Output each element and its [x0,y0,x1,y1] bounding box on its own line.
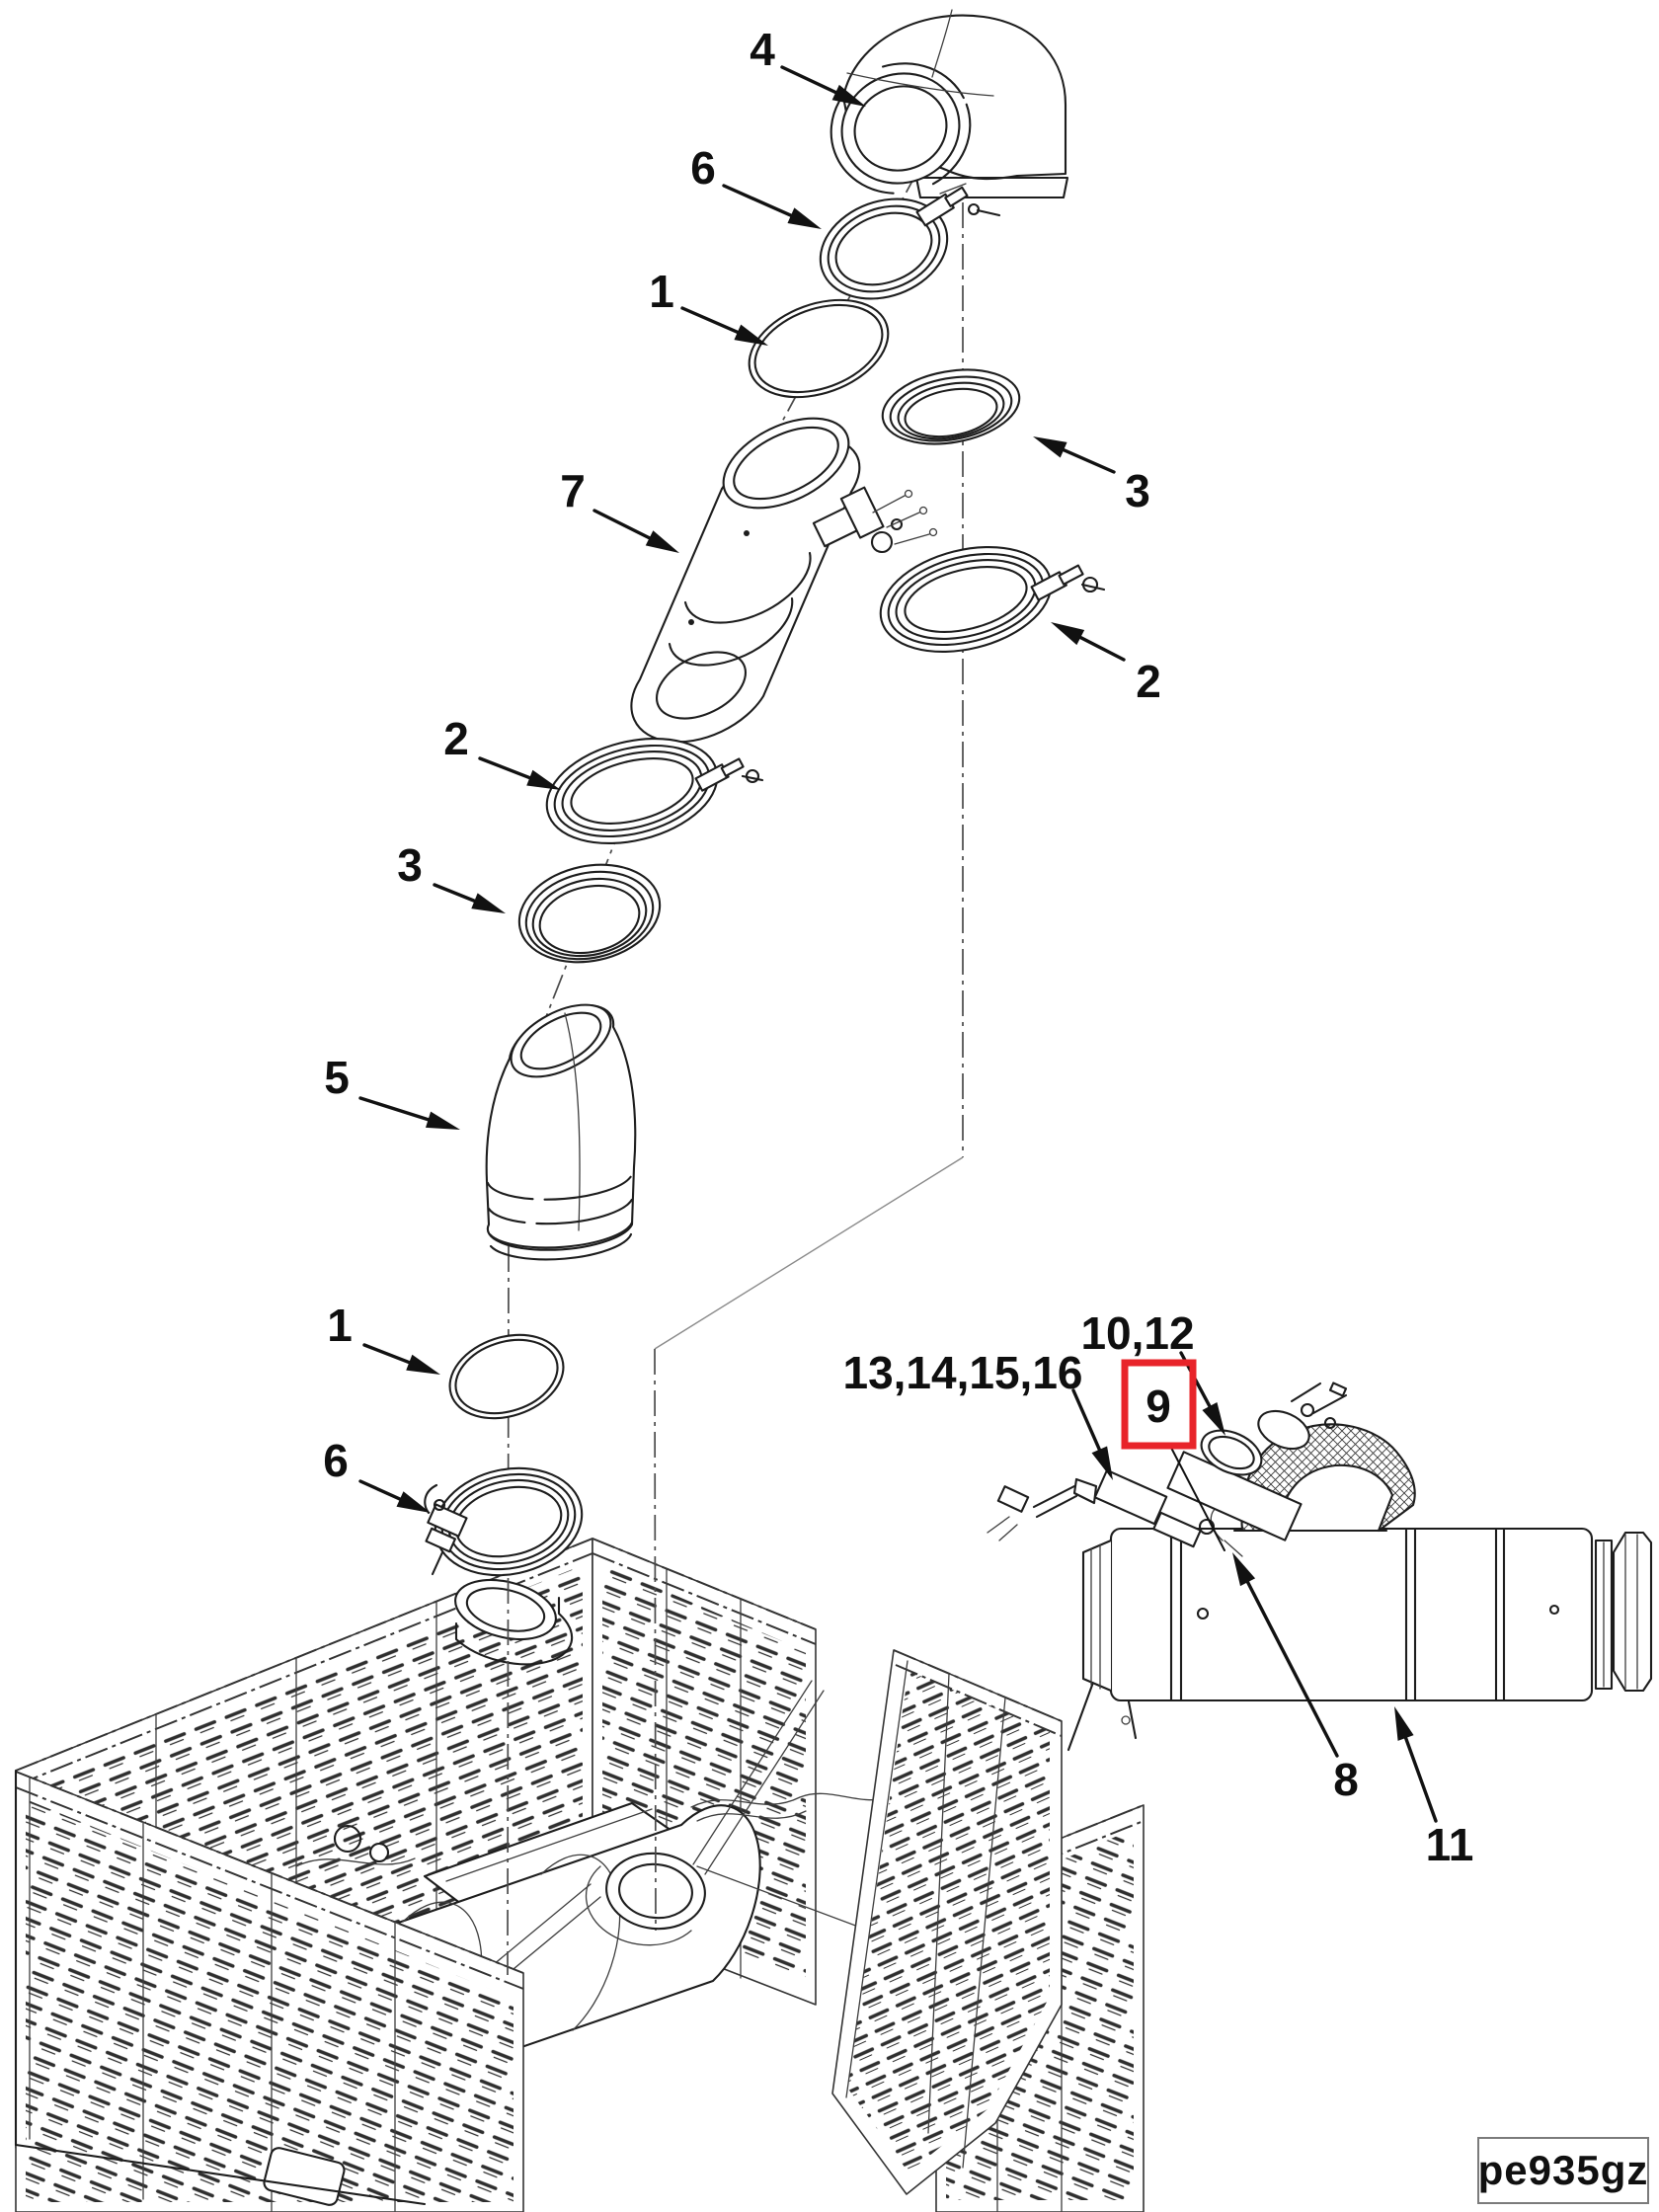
callout-10,12: 10,12 [1080,1307,1225,1436]
callout-11: 11 [1394,1706,1473,1870]
clamp-2-left [545,737,764,845]
callout-6: 6 [690,142,822,229]
clamp-2-right [879,545,1106,654]
figure-code-box: pe935gz [1477,2137,1649,2204]
callout-5: 5 [324,1052,460,1130]
callout-13,14,15,16: 13,14,15,16 [842,1347,1113,1480]
callout-1: 1 [649,266,768,346]
callout-number-1: 1 [649,266,674,317]
callout-number-2: 2 [443,713,469,764]
callout-number-9: 9 [1146,1381,1171,1432]
clamp-hardware-cluster-9-10-12 [1152,1382,1348,1557]
callout-6: 6 [323,1435,431,1513]
callout-7: 7 [560,465,679,553]
callout-number-13,14,15,16: 13,14,15,16 [842,1347,1082,1398]
highlight-box [1121,1359,1197,1450]
exhaust-tube-7 [630,417,938,744]
callout-3: 3 [1033,436,1150,516]
callout-number-6: 6 [323,1435,349,1486]
callout-number-10,12: 10,12 [1080,1307,1194,1359]
callout-number-2: 2 [1136,656,1161,707]
callout-8: 8 [1232,1552,1359,1805]
callout-2: 2 [1051,622,1161,707]
enclosure-wall-front-left [14,1769,524,2212]
callout-number-11: 11 [1426,1819,1474,1870]
callout-9: 9 [1121,1359,1225,1551]
gasket-1-upper [748,298,890,399]
seal-ring-3-upper [881,368,1021,445]
callout-number-7: 7 [560,465,586,516]
callout-number-8: 8 [1333,1754,1359,1805]
muffler-assembly [987,1382,1653,1702]
callout-number-4: 4 [750,24,775,75]
callout-2: 2 [443,713,561,790]
callout-number-6: 6 [690,142,716,194]
generator-enclosure [14,1538,1146,2212]
callout-number-3: 3 [1125,465,1150,516]
gasket-1-lower [448,1333,565,1420]
clamp-6-lower [424,1466,584,1577]
seal-ring-3-lower [517,863,662,964]
exhaust-elbow-4 [830,9,1069,199]
elbow-hose-5 [485,1003,637,1261]
figure-code: pe935gz [1477,2147,1649,2193]
muffler-11 [1081,1527,1653,1702]
louver-panel-detached [831,1649,1063,2195]
callout-number-1: 1 [327,1300,353,1351]
callout-number-5: 5 [324,1052,350,1103]
exhaust-port-left [454,1579,574,1666]
sensor-13-14-15-16 [987,1468,1168,1541]
callout-4: 4 [750,24,866,107]
callout-1: 1 [327,1300,440,1375]
callout-number-3: 3 [397,839,423,891]
clamp-6-upper [819,183,1001,300]
callout-3: 3 [397,839,506,913]
